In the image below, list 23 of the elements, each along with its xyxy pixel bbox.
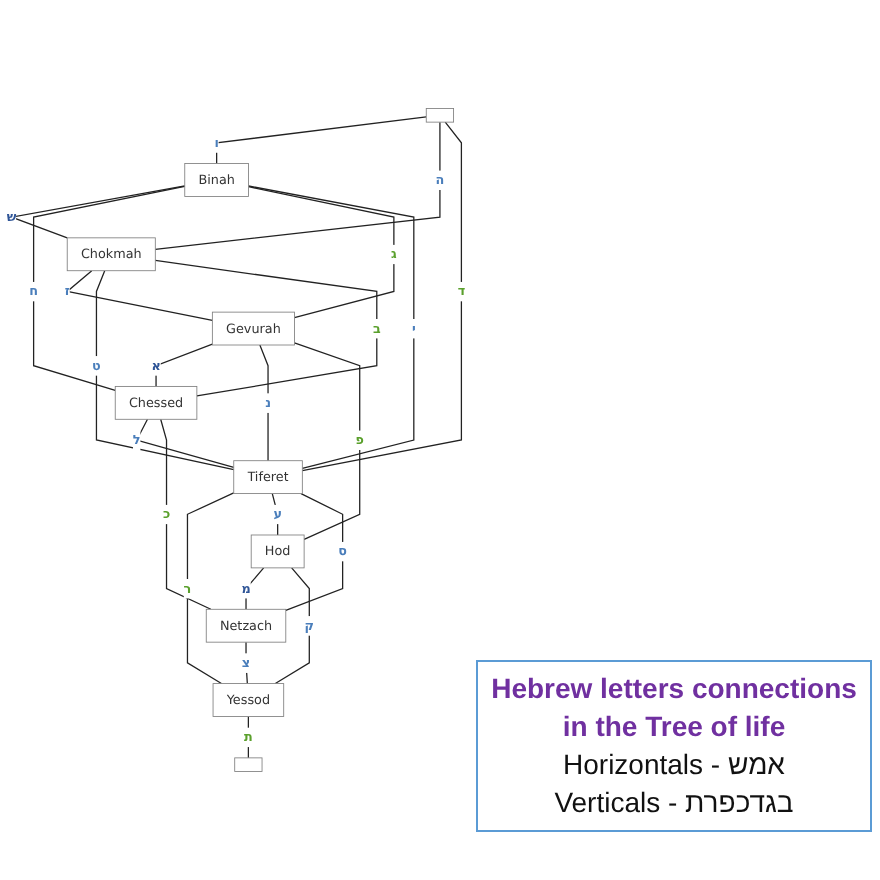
note-text: Verticals - בגדכפרת <box>552 784 796 822</box>
connector <box>259 344 269 462</box>
connector <box>154 121 441 250</box>
note-heading: Hebrew letters connections in the Tree of life <box>489 670 859 746</box>
connector <box>247 715 249 759</box>
connector <box>65 270 213 321</box>
connector <box>247 186 395 319</box>
connector <box>293 342 361 541</box>
note-text: Horizontals - אמש <box>561 746 787 784</box>
connector <box>301 121 463 472</box>
connector <box>155 343 213 388</box>
connector <box>33 185 186 392</box>
connector <box>160 418 212 610</box>
connector <box>135 418 235 469</box>
connector <box>216 116 427 165</box>
connector <box>274 567 310 685</box>
connector <box>154 259 378 397</box>
connector <box>285 492 344 612</box>
node-box <box>234 757 263 772</box>
node-box <box>425 108 454 123</box>
connector <box>186 492 235 685</box>
connector <box>247 185 415 470</box>
connector <box>95 270 235 471</box>
